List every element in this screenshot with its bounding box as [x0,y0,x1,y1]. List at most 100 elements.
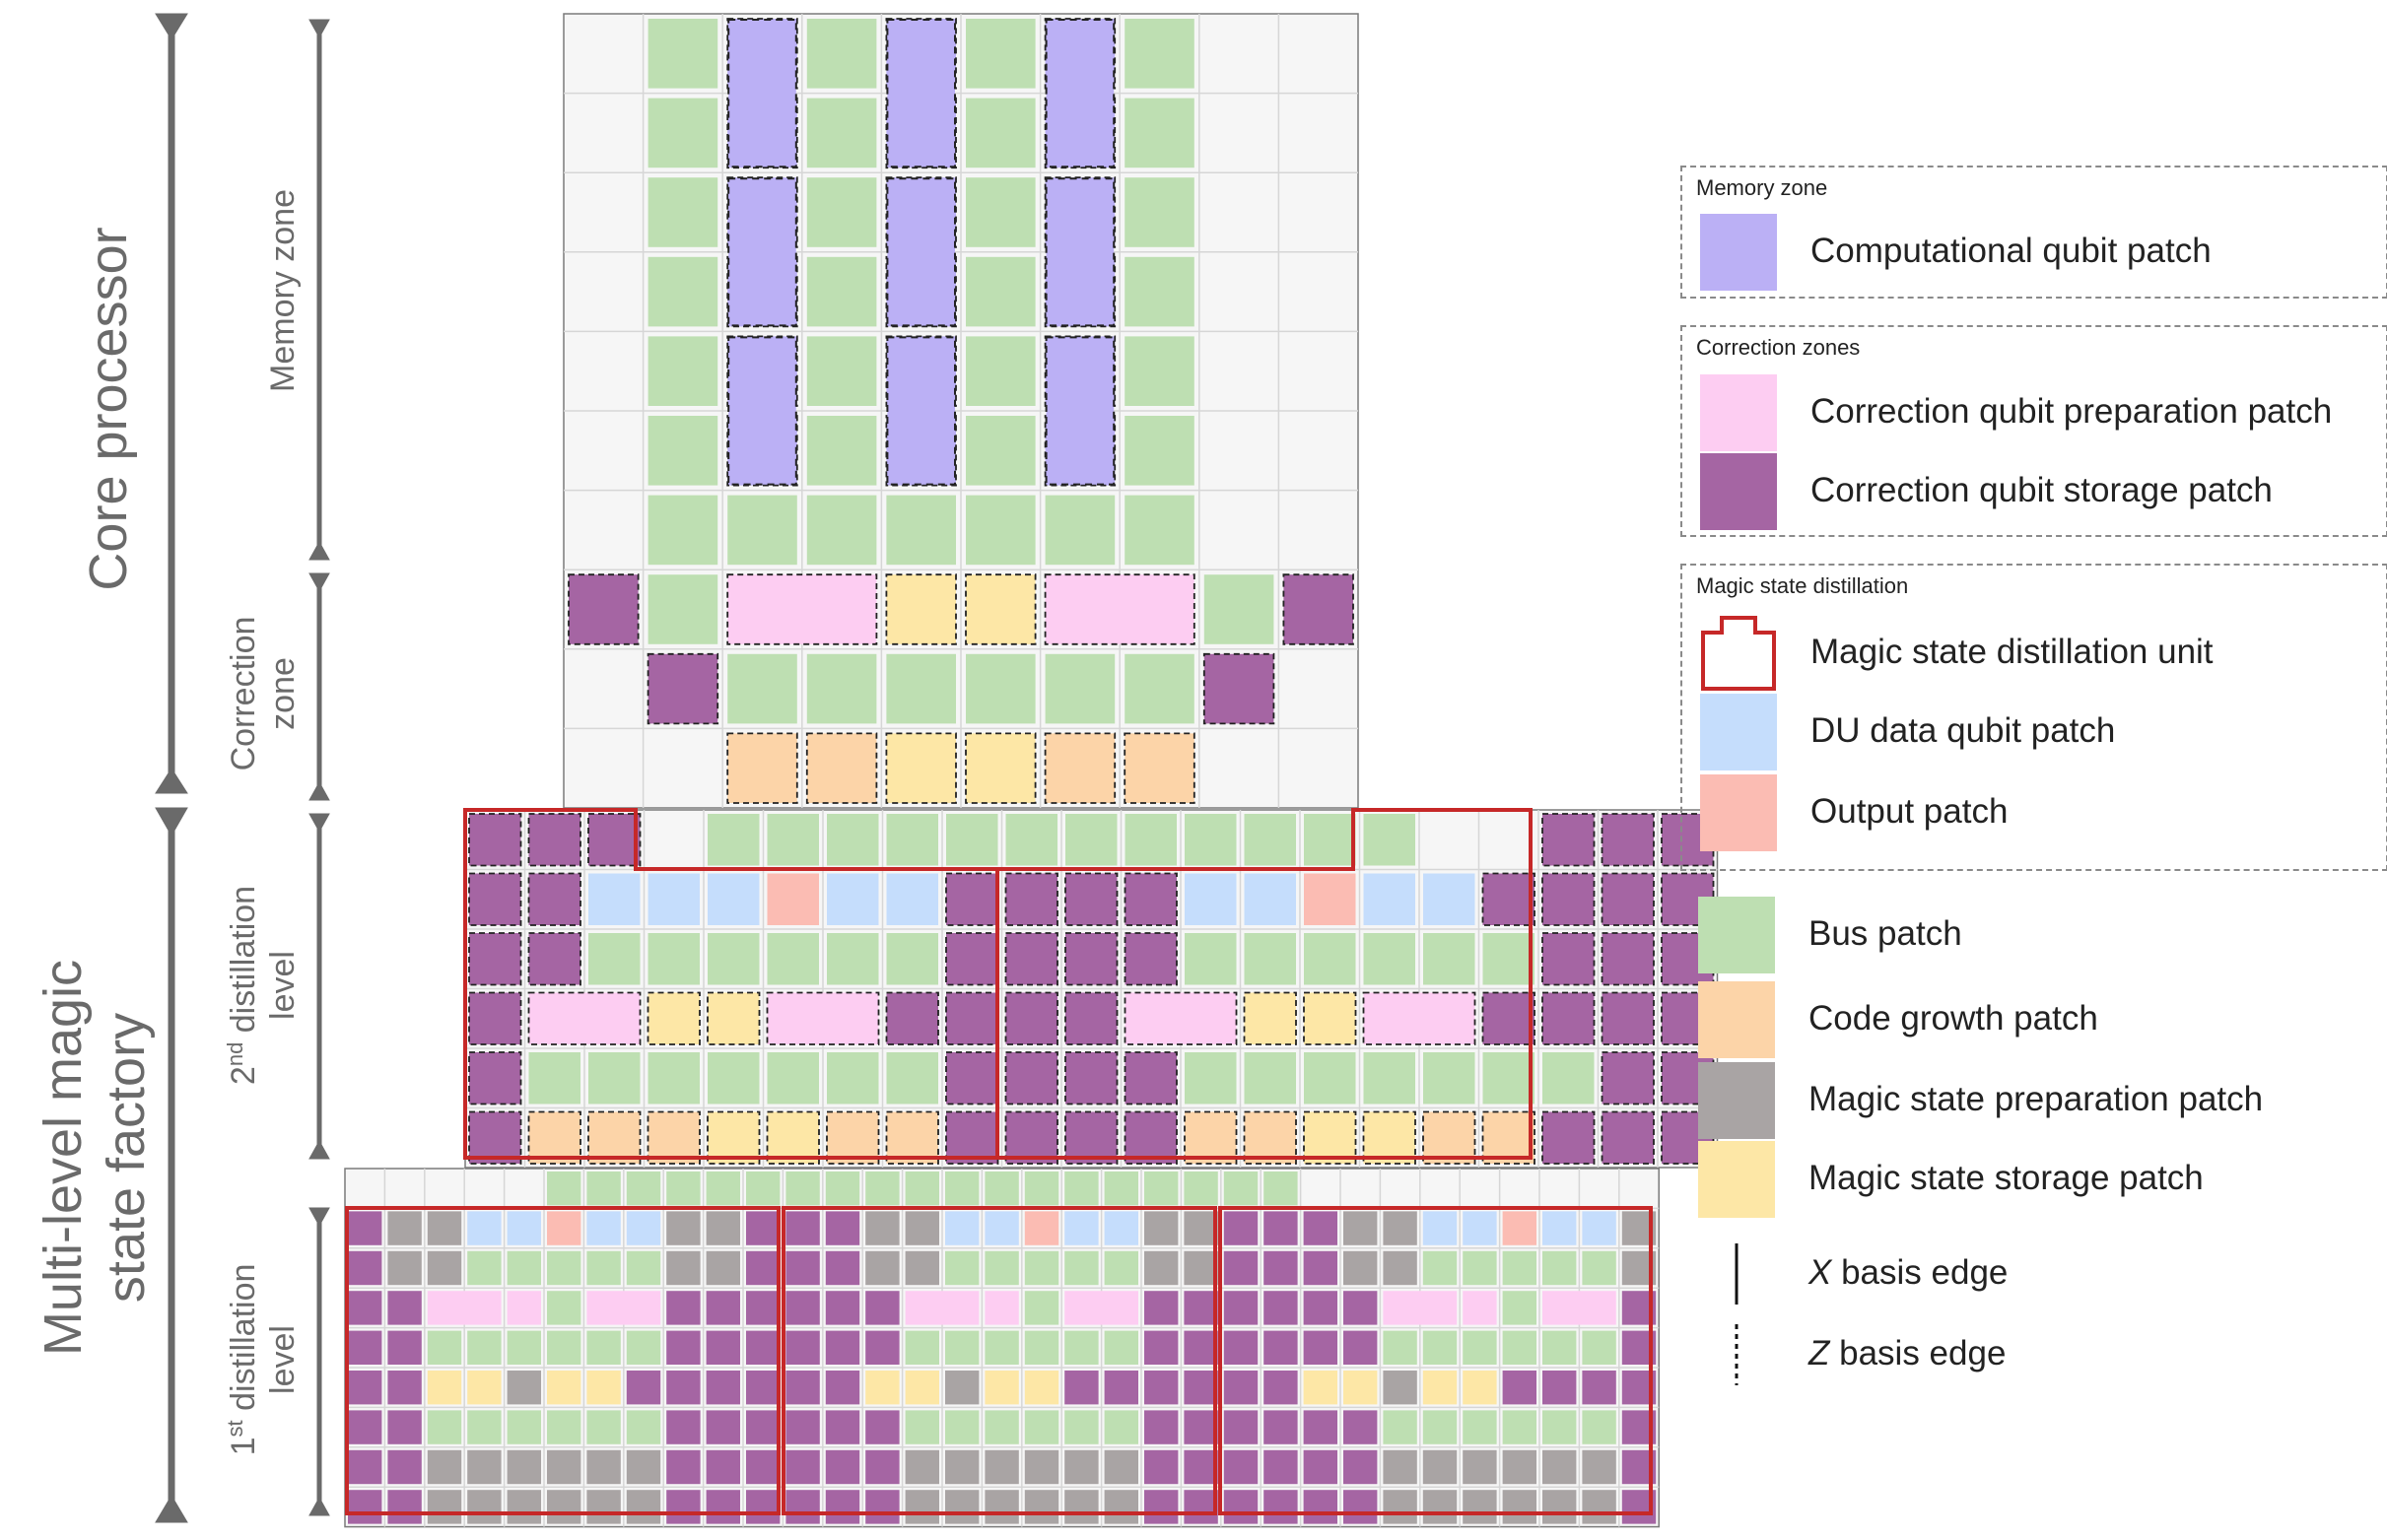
bus-patch [1363,933,1415,985]
bus-patch [1542,1410,1577,1444]
correction-storage-patch [348,1410,382,1444]
correction-storage-patch [746,1410,781,1444]
bus-swatch [1698,897,1775,973]
correction-storage-patch [1542,1371,1577,1405]
bus-patch [1582,1410,1616,1444]
correction-storage-patch [666,1330,701,1365]
bus-patch [1223,1172,1259,1206]
du-data-patch [648,873,700,925]
correction-storage-patch [1541,991,1596,1045]
legend-label: Magic state storage patch [1808,1159,2204,1197]
correction-storage-swatch [1700,453,1777,530]
correction-storage-patch [387,1449,422,1485]
ms-prep-patch [1383,1449,1417,1485]
correction-storage-patch [1303,1330,1337,1365]
correction-storage-patch [1303,1291,1337,1325]
bus-patch [945,1250,980,1286]
correction-storage-patch [1223,1371,1259,1405]
legend-plain-items: Bus patch Code growth patch Magic state … [1698,897,2378,1409]
code-growth-patch [1184,1110,1238,1165]
correction-storage-patch [527,932,581,986]
correction-storage-patch [348,1371,382,1405]
correction-storage-patch [348,1330,382,1365]
ms-prep-patch [985,1490,1019,1524]
bus-patch [1502,1330,1536,1365]
code-growth-patch [826,1110,880,1165]
ms-prep-patch [547,1490,581,1524]
bus-patch [1304,1052,1356,1105]
du-data-patch [1104,1211,1138,1245]
correction-storage-patch [1144,1449,1179,1485]
computational-qubit-patch [1045,19,1116,168]
output-patch [1304,873,1356,925]
correction-storage-patch [1582,1371,1616,1405]
bus-patch [985,1250,1019,1286]
correction-storage-patch [387,1330,422,1365]
bus-patch [1125,653,1194,724]
correction-storage-patch [387,1410,422,1444]
bus-patch [586,1410,621,1444]
correction-storage-patch [666,1410,701,1444]
correction-storage-patch [1502,1371,1536,1405]
ms-storage-patch [1243,991,1297,1045]
z-edge-text: basis edge [1829,1334,2007,1373]
correction-storage-patch [706,1449,740,1485]
bus-patch [1125,416,1194,486]
correction-storage-patch [1223,1211,1259,1245]
bus-patch [1463,1410,1497,1444]
bus-patch [547,1250,581,1286]
ms-prep-patch [865,1211,900,1245]
bus-patch [1104,1330,1138,1365]
bus-patch [1422,1250,1458,1286]
du-data-patch [626,1211,661,1245]
correction-storage-patch [1601,813,1655,867]
correction-storage-patch [1064,1371,1099,1405]
code-growth-patch [1124,732,1195,804]
legend-distillation-group: Magic state distillation Magic state dis… [1680,564,2387,871]
ms-prep-patch [1383,1490,1417,1524]
code-growth-patch [726,732,798,804]
du-data-patch [1185,873,1237,925]
correction-prep-patch [1044,573,1195,645]
bus-patch [767,814,819,866]
du-data-patch [1582,1211,1616,1245]
bus-patch [966,495,1036,566]
correction-storage-patch [785,1211,820,1245]
ms-storage-patch [1463,1371,1497,1405]
bus-patch [966,416,1036,486]
ms-storage-patch [885,732,957,804]
ms-storage-patch [647,991,701,1045]
bus-patch [708,814,760,866]
ms-prep-patch [467,1490,502,1524]
computational-qubit-patch [727,336,797,486]
bus-patch [507,1330,541,1365]
ms-storage-patch [1362,1110,1416,1165]
correction-zone-label-line2: zone [264,657,302,730]
ms-storage-patch [965,573,1037,645]
correction-storage-patch [1184,1291,1218,1325]
correction-storage-patch [1202,652,1275,725]
ms-prep-patch [1542,1449,1577,1485]
bus-patch [1203,574,1274,644]
correction-storage-patch [1303,1250,1337,1286]
level1-label-line1: 1st distillation [223,1264,262,1456]
magic-factory-arrow [155,807,188,1523]
bus-patch [1482,1052,1534,1105]
bus-patch [427,1330,462,1365]
bus-patch [806,177,877,247]
bus-patch [966,336,1036,406]
legend-label: Z basis edge [1808,1334,2006,1373]
correction-storage-patch [527,872,581,926]
bus-patch [1125,495,1194,566]
bus-patch [827,1052,879,1105]
bus-patch [1383,1330,1417,1365]
bus-patch [966,256,1036,327]
correction-storage-patch [1541,1110,1596,1165]
bus-patch [746,1172,781,1206]
distillation-unit [1218,1206,1653,1515]
correction-storage-patch [945,1051,999,1105]
correction-storage-patch [746,1490,781,1524]
correction-storage-patch [1601,1110,1655,1165]
bus-patch [1422,1330,1458,1365]
correction-storage-patch [1263,1371,1298,1405]
